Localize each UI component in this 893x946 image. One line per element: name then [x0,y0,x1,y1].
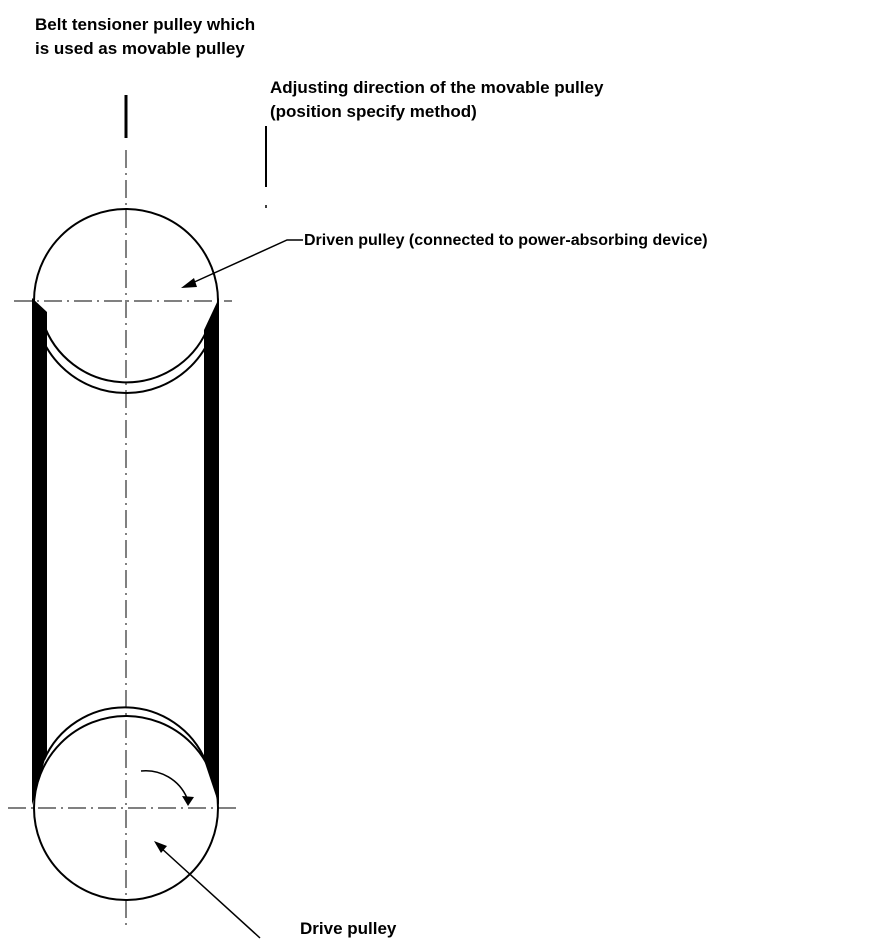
rotation-direction-arrowhead [182,796,194,806]
adjusting-direction-label-line-1: Adjusting direction of the movable pulle… [270,78,604,97]
drive-pulley-leader [159,846,261,939]
rotation-direction-arc [140,770,188,799]
tensioner-label-line-1: Belt tensioner pulley which [35,15,256,34]
drive-pulley-leader-arrowhead [154,841,167,853]
adjusting-direction-label-line-2: (position specify method) [270,102,477,121]
tensioner-label-line-2: is used as movable pulley [35,39,245,58]
drive-pulley-label: Drive pulley [300,919,397,938]
belt-top-wrap [42,321,208,384]
driven-pulley-leader-arrowhead [181,278,197,288]
belt-left-run [32,298,47,805]
belt-right-run [204,298,219,805]
driven-pulley-leader [189,239,303,285]
driven-pulley-label: Driven pulley (connected to power-absorb… [304,232,708,249]
